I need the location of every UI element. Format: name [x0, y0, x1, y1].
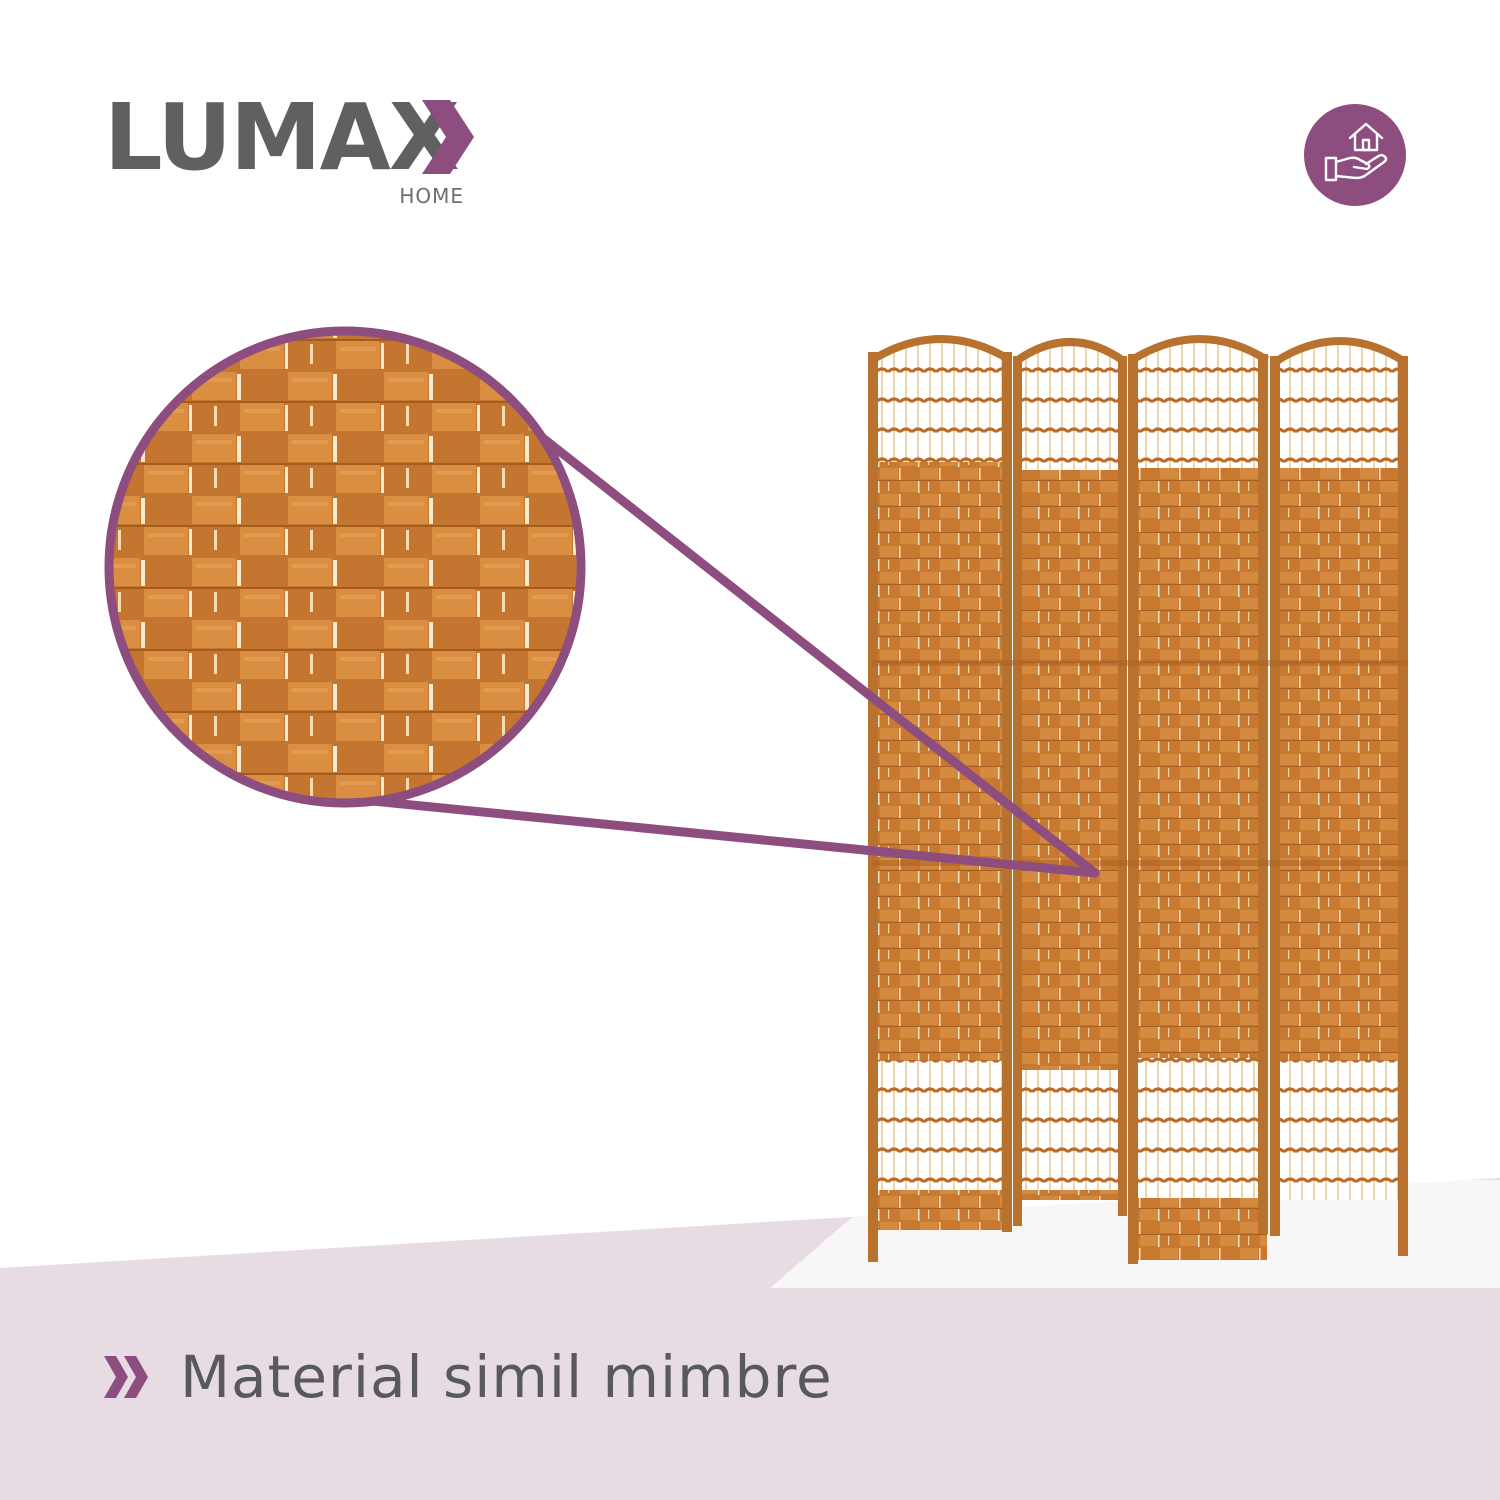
screen-panel-1 — [868, 335, 1013, 1262]
screen-panel-3 — [1128, 335, 1270, 1264]
screen-panel-2 — [1012, 338, 1128, 1226]
feature-caption: Material simil mimbre — [104, 1342, 833, 1412]
brand-name: LUMAX — [104, 84, 460, 191]
double-chevron-right-icon — [104, 1356, 148, 1398]
brand-sub: HOME — [399, 184, 464, 208]
zoom-callout — [361, 416, 1100, 878]
service-badge — [1304, 104, 1406, 206]
logo-x-accent — [422, 100, 474, 174]
screen-panel-4 — [1270, 337, 1408, 1256]
hand-house-icon — [1324, 122, 1388, 182]
folding-screen — [868, 335, 1408, 1264]
texture-zoom-circle — [104, 326, 586, 808]
caption-text: Material simil mimbre — [180, 1343, 833, 1411]
brand-logo: LUMAX HOME — [104, 92, 474, 212]
